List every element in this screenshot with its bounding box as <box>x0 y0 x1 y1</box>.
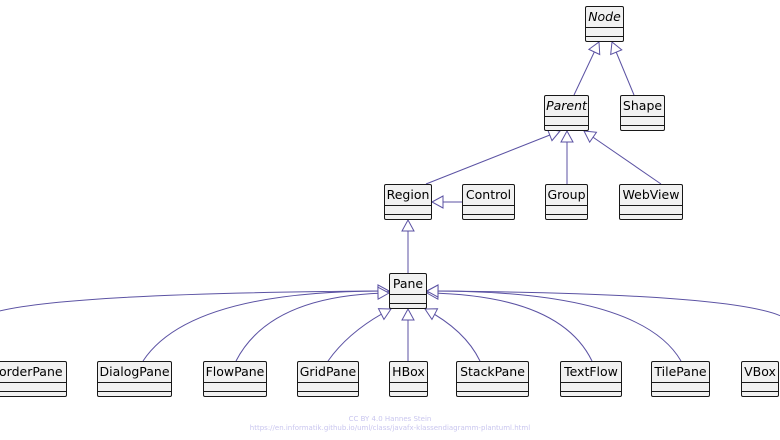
inheritance-arrowhead <box>401 218 415 232</box>
methods-section <box>546 214 587 223</box>
attributes-section <box>742 382 778 391</box>
edge-borderpane-to-pane <box>0 290 390 312</box>
inheritance-arrowhead <box>587 41 601 56</box>
edge-gridpane-to-pane <box>327 308 392 362</box>
attributes-section <box>546 205 587 214</box>
class-name: TilePane <box>654 364 707 379</box>
inheritance-arrowhead <box>583 130 598 144</box>
class-webview: WebView <box>619 184 683 220</box>
class-control: Control <box>462 184 515 220</box>
methods-section <box>457 391 528 400</box>
class-name: Group <box>547 187 586 202</box>
inheritance-arrowhead <box>377 286 391 301</box>
methods-section <box>0 391 66 400</box>
methods-section <box>652 391 709 400</box>
edge-vbox-to-pane <box>426 290 780 317</box>
methods-section <box>621 125 664 134</box>
edge-webview-to-parent <box>583 130 662 185</box>
class-name: BorderPane <box>0 364 63 379</box>
attributes-section <box>652 382 709 391</box>
attributes-section <box>385 205 431 214</box>
attributes-section <box>457 382 528 391</box>
methods-section <box>742 391 778 400</box>
edge-flowpane-to-pane <box>235 292 390 362</box>
attributes-section <box>621 116 664 125</box>
class-name: Node <box>588 9 621 24</box>
class-region: Region <box>384 184 432 220</box>
inheritance-arrowhead <box>425 284 439 298</box>
class-pane: Pane <box>389 273 427 309</box>
methods-section <box>390 303 426 312</box>
class-name: Shape <box>622 98 663 113</box>
attributes-section <box>0 382 66 391</box>
class-parent: Parent <box>544 95 589 131</box>
class-name: Parent <box>546 98 587 113</box>
inheritance-arrowhead <box>424 308 439 321</box>
class-name: Region <box>386 187 430 202</box>
attributes-section <box>390 294 426 303</box>
edge-textflow-to-pane <box>426 292 593 362</box>
inheritance-arrowhead <box>401 307 415 321</box>
class-vbox: VBox <box>741 361 779 397</box>
methods-section <box>545 125 588 134</box>
attributes-section <box>390 382 427 391</box>
methods-section <box>385 214 431 223</box>
methods-section <box>561 391 621 400</box>
inheritance-arrowhead <box>610 41 623 56</box>
inheritance-arrowhead <box>377 308 392 321</box>
class-name: Control <box>465 187 512 202</box>
methods-section <box>586 36 623 45</box>
methods-section <box>298 391 358 400</box>
attributes-section <box>463 205 514 214</box>
class-name: WebView <box>622 187 680 202</box>
edge-tilepane-to-pane <box>426 290 682 362</box>
license-text: CC BY 4.0 Hannes Stein <box>348 415 432 423</box>
inheritance-arrowhead <box>560 129 574 143</box>
methods-section <box>620 214 682 223</box>
inheritance-arrowhead <box>430 195 444 209</box>
methods-section <box>204 391 266 400</box>
class-stackpane: StackPane <box>456 361 529 397</box>
class-gridpane: GridPane <box>297 361 359 397</box>
edge-region-to-parent <box>425 130 561 185</box>
class-name: FlowPane <box>205 364 265 379</box>
methods-section <box>390 391 427 400</box>
attributes-section <box>298 382 358 391</box>
attributes-section <box>545 116 588 125</box>
attributes-section <box>620 205 682 214</box>
attributes-section <box>561 382 621 391</box>
class-name: StackPane <box>460 364 525 379</box>
methods-section <box>98 391 171 400</box>
class-name: DialogPane <box>99 364 170 379</box>
class-shape: Shape <box>620 95 665 131</box>
class-flowpane: FlowPane <box>203 361 267 397</box>
class-name: Pane <box>392 276 424 291</box>
attributes-section <box>586 27 623 36</box>
class-dialogpane: DialogPane <box>97 361 172 397</box>
class-name: VBox <box>744 364 776 379</box>
edge-dialogpane-to-pane <box>142 290 390 362</box>
class-textflow: TextFlow <box>560 361 622 397</box>
class-tilepane: TilePane <box>651 361 710 397</box>
class-node: Node <box>585 6 624 42</box>
attributes-section <box>98 382 171 391</box>
class-name: GridPane <box>299 364 357 379</box>
source-url: https://en.informatik.github.io/uml/clas… <box>249 424 531 432</box>
attributes-section <box>204 382 266 391</box>
class-name: HBox <box>392 364 425 379</box>
class-group: Group <box>545 184 588 220</box>
class-name: TextFlow <box>564 364 618 379</box>
class-borderpane: BorderPane <box>0 361 67 397</box>
methods-section <box>463 214 514 223</box>
class-hbox: HBox <box>389 361 428 397</box>
